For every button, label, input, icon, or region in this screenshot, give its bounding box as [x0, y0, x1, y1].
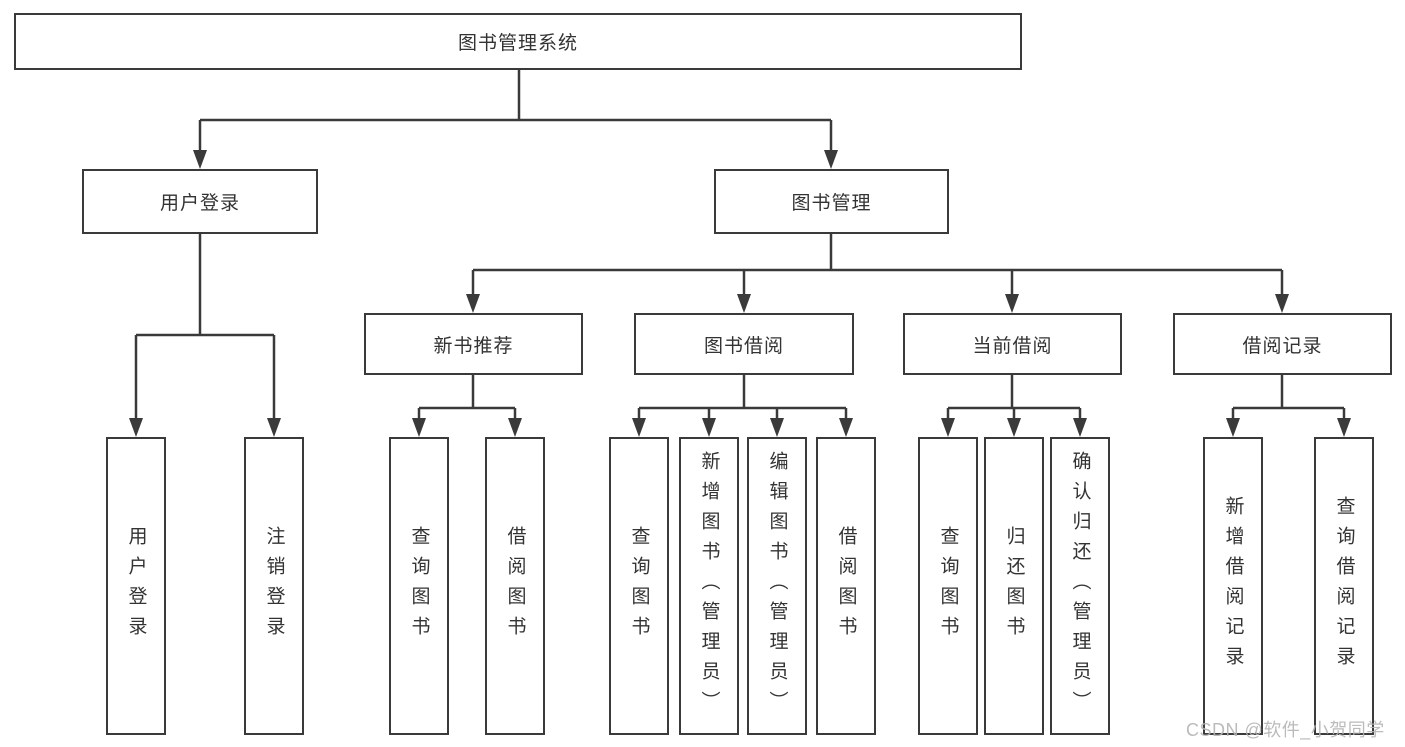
leaf-borrow-book-label: 借阅图书 [835, 526, 857, 646]
leaf-borrow-books-recommend: 借阅图书 [485, 437, 545, 735]
leaf-borrow-books-recommend-label: 借阅图书 [504, 526, 526, 646]
leaf-edit-book-admin: 编辑图书（管理员） [747, 437, 807, 735]
leaf-logout-label: 注销登录 [263, 526, 285, 646]
leaf-return-book: 归还图书 [984, 437, 1044, 735]
leaf-add-book-admin-label: 新增图书（管理员） [698, 451, 720, 721]
node-user-login-module: 用户登录 [82, 169, 318, 234]
node-book-management-module-label: 图书管理 [791, 193, 872, 214]
leaf-confirm-return-admin: 确认归还（管理员） [1050, 437, 1110, 735]
leaf-logout: 注销登录 [244, 437, 304, 735]
csdn-watermark: CSDN @软件_小贺同学 [1186, 720, 1385, 740]
leaf-return-book-label: 归还图书 [1003, 526, 1025, 646]
leaf-add-book-admin: 新增图书（管理员） [679, 437, 739, 735]
leaf-edit-book-admin-label: 编辑图书（管理员） [766, 451, 788, 721]
connector-strokes [134, 70, 1346, 421]
node-book-management-module: 图书管理 [714, 169, 949, 234]
node-current-borrowing: 当前借阅 [903, 313, 1122, 375]
leaf-query-books-current-label: 查询图书 [937, 526, 959, 646]
leaf-confirm-return-admin-label: 确认归还（管理员） [1069, 451, 1091, 721]
leaf-add-borrow-record: 新增借阅记录 [1203, 437, 1263, 735]
leaf-query-books-recommend-label: 查询图书 [408, 526, 430, 646]
leaf-add-borrow-record-label: 新增借阅记录 [1222, 496, 1244, 676]
node-book-borrowing: 图书借阅 [634, 313, 854, 375]
leaf-query-books-recommend: 查询图书 [389, 437, 449, 735]
leaf-query-books-borrowing-label: 查询图书 [628, 526, 650, 646]
leaf-query-books-current: 查询图书 [918, 437, 978, 735]
node-current-borrowing-label: 当前借阅 [972, 335, 1053, 357]
leaf-borrow-book: 借阅图书 [816, 437, 876, 735]
arrowheads [129, 150, 1351, 437]
node-new-book-recommend: 新书推荐 [364, 313, 583, 375]
leaf-query-borrow-record: 查询借阅记录 [1314, 437, 1374, 735]
leaf-user-login: 用户登录 [106, 437, 166, 735]
node-borrowing-records-label: 借阅记录 [1242, 335, 1323, 357]
node-new-book-recommend-label: 新书推荐 [433, 335, 514, 357]
leaf-query-books-borrowing: 查询图书 [609, 437, 669, 735]
node-borrowing-records: 借阅记录 [1173, 313, 1392, 375]
node-user-login-module-label: 用户登录 [159, 193, 240, 214]
node-root-system-label: 图书管理系统 [457, 33, 578, 54]
node-root-system: 图书管理系统 [14, 13, 1022, 70]
leaf-user-login-label: 用户登录 [125, 526, 147, 646]
leaf-query-borrow-record-label: 查询借阅记录 [1333, 496, 1355, 676]
node-book-borrowing-label: 图书借阅 [703, 335, 784, 357]
